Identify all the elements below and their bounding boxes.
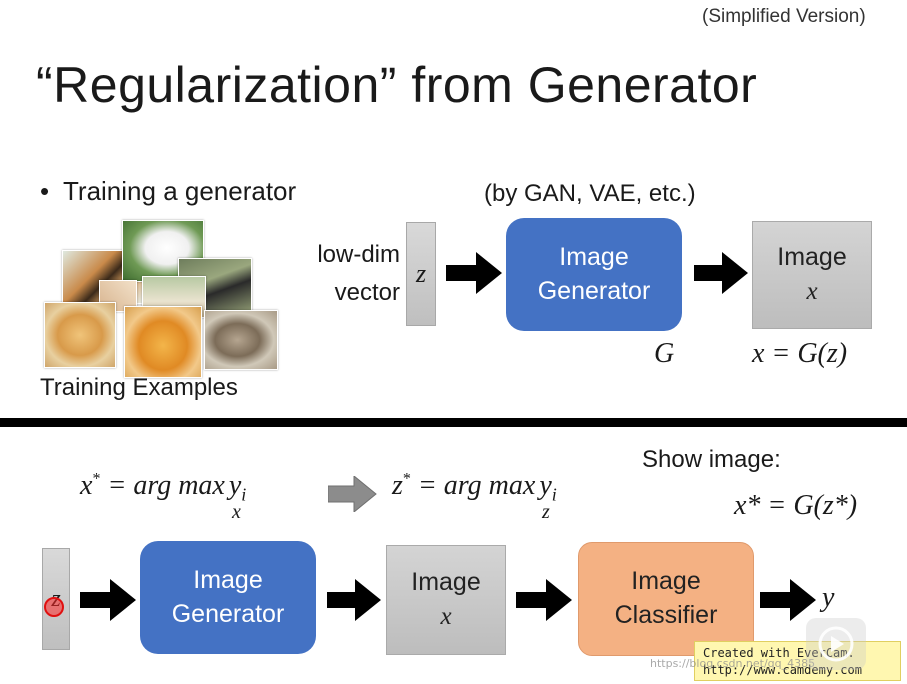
arrow-right-icon: [80, 579, 136, 621]
eq2-star: *: [402, 470, 411, 488]
image-var-bottom: x: [440, 603, 452, 630]
eq2-subscript: z: [542, 501, 550, 523]
generator-line1: Image: [559, 242, 629, 271]
image-var: x: [806, 278, 818, 305]
lowdim-line1: low-dim: [317, 241, 400, 268]
training-examples-collage: [44, 220, 280, 378]
arrow-right-icon: [327, 579, 381, 621]
generator-equation: x = G(z): [752, 338, 848, 369]
watermark-line1: Created with EverCam.: [703, 646, 855, 660]
output-y: y: [822, 582, 835, 613]
classifier-line2: Classifier: [614, 601, 718, 629]
image-classifier-box: Image Classifier: [578, 542, 754, 656]
eq1-y: y: [228, 470, 242, 501]
image-generator-box-top: Image Generator: [506, 218, 682, 331]
z-vector-label: z: [415, 259, 427, 288]
generator-line2: Generator: [537, 276, 651, 305]
eq2-argmax: = arg max: [410, 470, 536, 501]
training-examples-caption: Training Examples: [40, 374, 238, 401]
image-box-bottom: Image x: [386, 545, 506, 655]
doge-photo: [44, 302, 116, 368]
eq1-i: i: [241, 484, 247, 505]
eq1-subscript: x: [232, 501, 241, 523]
implies-arrow-icon: [328, 476, 377, 512]
slide-title: “Regularization” from Generator: [36, 57, 758, 113]
image-line1-bottom: Image: [411, 568, 481, 597]
eq2-z: z: [392, 470, 403, 501]
section-divider: [0, 418, 907, 427]
bullet-dot: •: [40, 176, 50, 206]
arrow-right-icon: [760, 579, 816, 621]
subtitle: (Simplified Version): [702, 6, 866, 27]
show-image-equation: x* = G(z*): [734, 490, 858, 521]
generator-line2-bottom: Generator: [171, 599, 285, 628]
bullet-text: Training a generator: [63, 176, 297, 206]
play-icon: [818, 626, 854, 662]
blog-watermark: https://blog.csdn.net/qq_4385: [650, 657, 816, 670]
image-line1: Image: [777, 243, 847, 272]
generator-symbol: G: [654, 338, 675, 369]
cat-photo: [124, 306, 202, 378]
wolf-photo: [204, 310, 278, 370]
image-box-top: Image x: [752, 221, 872, 329]
image-generator-box-bottom: Image Generator: [140, 541, 316, 654]
arrow-right-icon: [446, 252, 502, 294]
play-overlay[interactable]: [806, 618, 866, 670]
eq2-i: i: [551, 484, 557, 505]
lowdim-label: low-dim vector: [294, 236, 400, 312]
show-image-label: Show image:: [642, 446, 781, 473]
watermark-line2: http://www.camdemy.com: [703, 663, 862, 677]
lowdim-line2: vector: [334, 279, 400, 306]
classifier-line1: Image: [631, 567, 701, 596]
eq1-argmax: = arg max: [100, 470, 225, 501]
arrow-right-icon: [516, 579, 572, 621]
bullet: •: [40, 176, 49, 207]
eq1-x: x: [80, 470, 93, 501]
cursor-indicator: [44, 597, 64, 617]
eq1-star: *: [92, 470, 101, 488]
eq2-y: y: [539, 470, 552, 501]
method-note: (by GAN, VAE, etc.): [484, 180, 696, 207]
z-vector-bar: z: [406, 222, 436, 326]
generator-line1-bottom: Image: [193, 565, 263, 594]
arrow-right-icon: [694, 252, 748, 294]
evercam-watermark: Created with EverCam. http://www.camdemy…: [694, 641, 901, 681]
